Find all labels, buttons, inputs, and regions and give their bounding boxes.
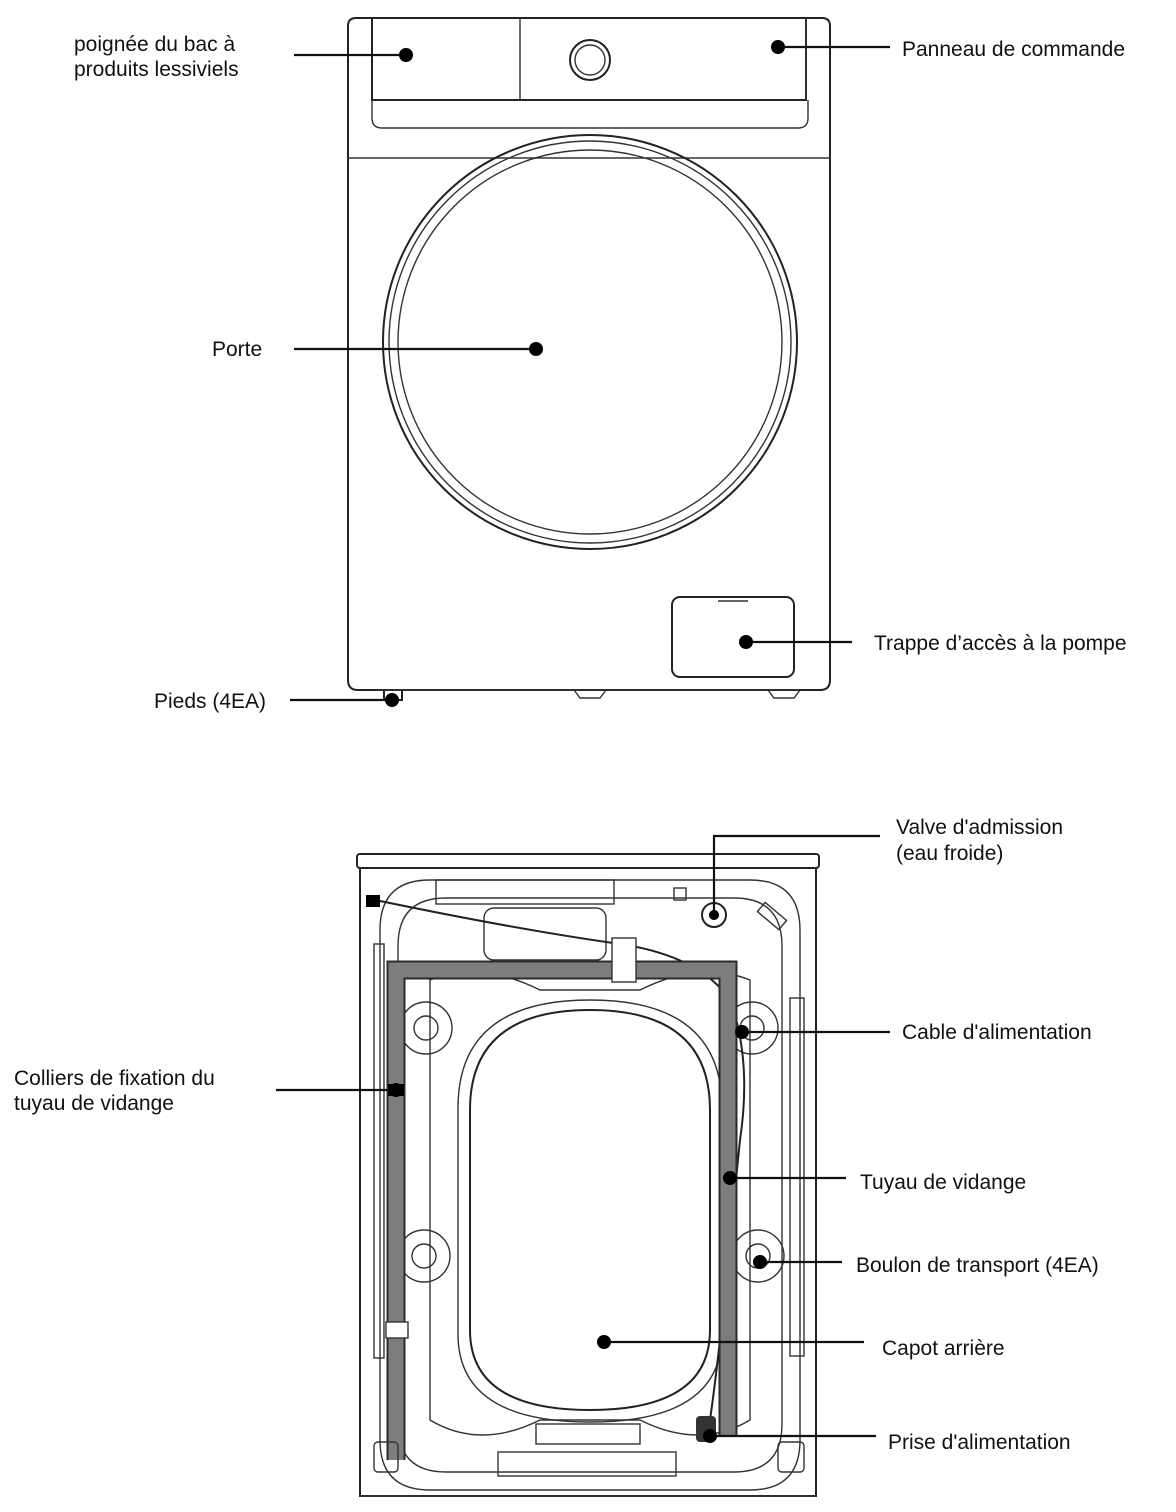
dot-hose-clamps — [389, 1083, 403, 1097]
program-knob — [569, 39, 611, 81]
label-detergent-handle-1: poignée du bac à — [74, 33, 235, 56]
power-cable — [379, 900, 746, 1433]
dot-feet — [385, 693, 399, 707]
foot-mid-1 — [573, 689, 607, 699]
program-knob-inner — [574, 44, 606, 76]
rear-bottom-box — [777, 1441, 805, 1473]
label-power-plug: Prise d'alimentation — [888, 1431, 1071, 1454]
transport-bolt-tl-inner — [413, 1015, 439, 1041]
label-drain-hose: Tuyau de vidange — [860, 1171, 1026, 1194]
panel-trim — [371, 100, 809, 129]
top-panel — [371, 18, 807, 101]
inlet-small-box — [673, 887, 687, 901]
label-door: Porte — [212, 338, 262, 361]
label-power-cable: Cable d'alimentation — [902, 1021, 1092, 1044]
dot-control-panel — [771, 40, 785, 54]
label-rear-cover: Capot arrière — [882, 1337, 1005, 1360]
hose-clip-top — [611, 937, 637, 983]
dot-pump-access — [739, 635, 753, 649]
rear-cover-rim — [457, 999, 723, 1423]
label-inlet-valve-1: Valve d'admission — [896, 816, 1063, 839]
transport-bolt-bl-inner — [411, 1243, 437, 1269]
transport-bolt-tl — [399, 1001, 453, 1055]
rear-panel-inner — [397, 897, 783, 1473]
front-view: poignée du bac à produits lessiviels Pan… — [74, 17, 1127, 713]
label-inlet-valve-2: (eau froide) — [896, 842, 1003, 865]
pump-hatch — [671, 596, 795, 678]
drain-hose-outline — [386, 960, 738, 1460]
drain-hose — [388, 962, 736, 1460]
dot-power-cable — [735, 1025, 749, 1039]
dot-transport-bolts — [753, 1255, 767, 1269]
top-pad — [483, 907, 607, 961]
label-hose-clamps-2: tuyau de vidange — [14, 1092, 174, 1115]
label-hose-clamps-1: Colliers de fixation du — [14, 1067, 215, 1090]
bottom-bracket — [535, 1423, 641, 1445]
dot-detergent-handle — [399, 48, 413, 62]
rear-top-lid — [356, 853, 820, 869]
rear-panel-outer — [379, 879, 801, 1491]
rear-view: Valve d'admission (eau froide) Cable d'a… — [14, 816, 1099, 1497]
front-cabinet — [347, 17, 831, 691]
dot-drain-hose — [723, 1171, 737, 1185]
door-ring — [388, 140, 792, 544]
dot-power-plug — [703, 1429, 717, 1443]
leader-inlet-valve — [712, 834, 880, 915]
foot-right — [767, 689, 801, 699]
left-rail — [373, 943, 385, 1359]
label-sticker — [756, 901, 788, 931]
label-detergent-handle-2: produits lessiviels — [74, 58, 239, 81]
door-outer-ring — [382, 134, 798, 550]
label-transport-bolts: Boulon de transport (4EA) — [856, 1254, 1099, 1277]
label-pump-access: Trappe d’accès à la pompe — [874, 632, 1127, 655]
dot-door — [529, 342, 543, 356]
transport-bolt-bl — [397, 1229, 451, 1283]
dot-inlet-valve — [709, 910, 719, 920]
top-strip — [435, 879, 615, 905]
bottom-strip — [497, 1451, 677, 1477]
hose-clamp-lower — [385, 1321, 409, 1339]
label-control-panel: Panneau de commande — [902, 38, 1125, 61]
dot-rear-cover — [597, 1335, 611, 1349]
rear-cover — [469, 1008, 711, 1412]
power-block — [366, 895, 380, 907]
door-glass — [397, 149, 783, 535]
rear-bottom-left-box — [373, 1441, 399, 1473]
label-feet: Pieds (4EA) — [154, 690, 266, 713]
